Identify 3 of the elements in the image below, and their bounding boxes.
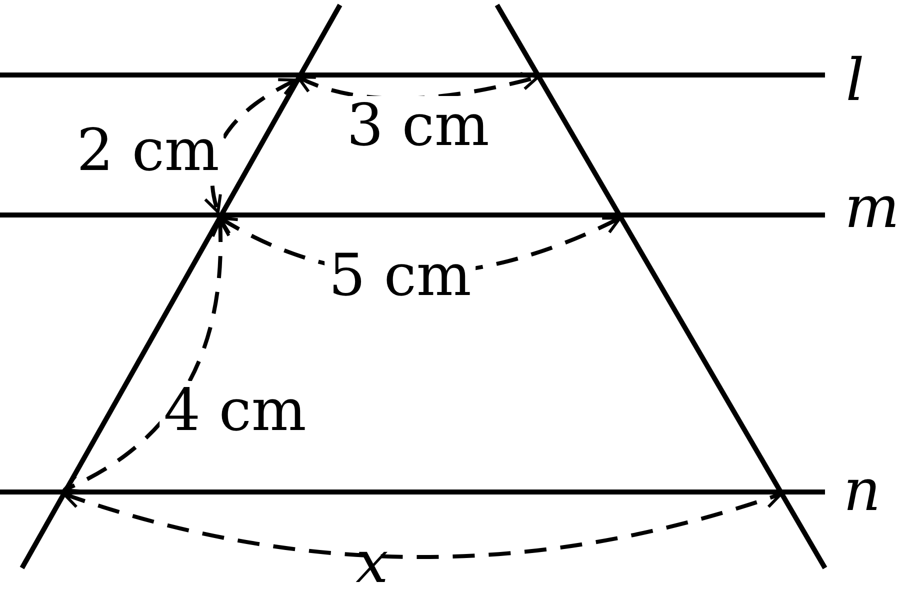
line-label: m <box>844 178 900 236</box>
line-label: n <box>842 461 882 519</box>
line-label: l <box>844 51 866 109</box>
